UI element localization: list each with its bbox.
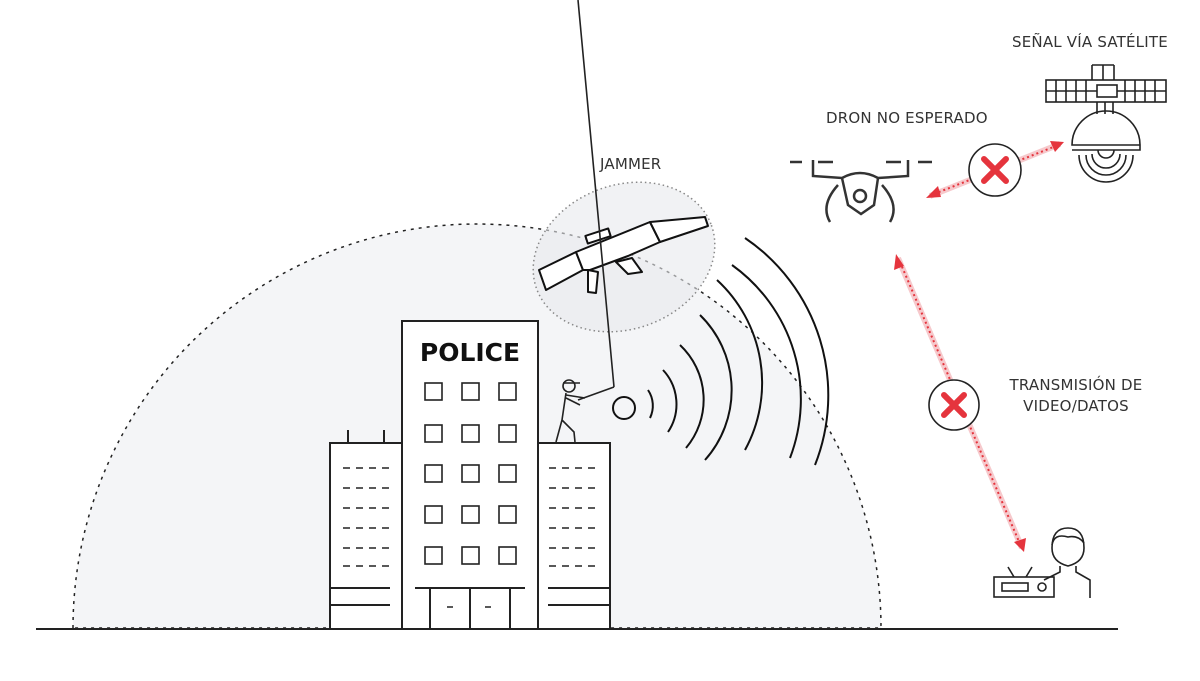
jammer-icon bbox=[532, 181, 716, 333]
satellite-label: SEÑAL VÍA SATÉLITE bbox=[1012, 33, 1168, 51]
transmission-label-line1: TRANSMISIÓN DE bbox=[1009, 376, 1143, 394]
operator-icon bbox=[993, 527, 1091, 598]
jammer-projectile-icon bbox=[612, 396, 636, 420]
transmission-label-line2: VIDEO/DATOS bbox=[1023, 397, 1129, 415]
blocked-satellite-icon bbox=[968, 143, 1022, 197]
soldier-icon bbox=[555, 0, 615, 443]
drone-icon bbox=[790, 160, 932, 223]
drone-label: DRON NO ESPERADO bbox=[826, 109, 988, 127]
police-building bbox=[329, 320, 611, 630]
police-sign: POLICE bbox=[419, 338, 521, 367]
blocked-video-icon bbox=[928, 379, 980, 431]
jamming-waves bbox=[612, 237, 830, 466]
jammer-label: JAMMER bbox=[600, 155, 662, 173]
satellite-icon bbox=[1045, 64, 1167, 183]
